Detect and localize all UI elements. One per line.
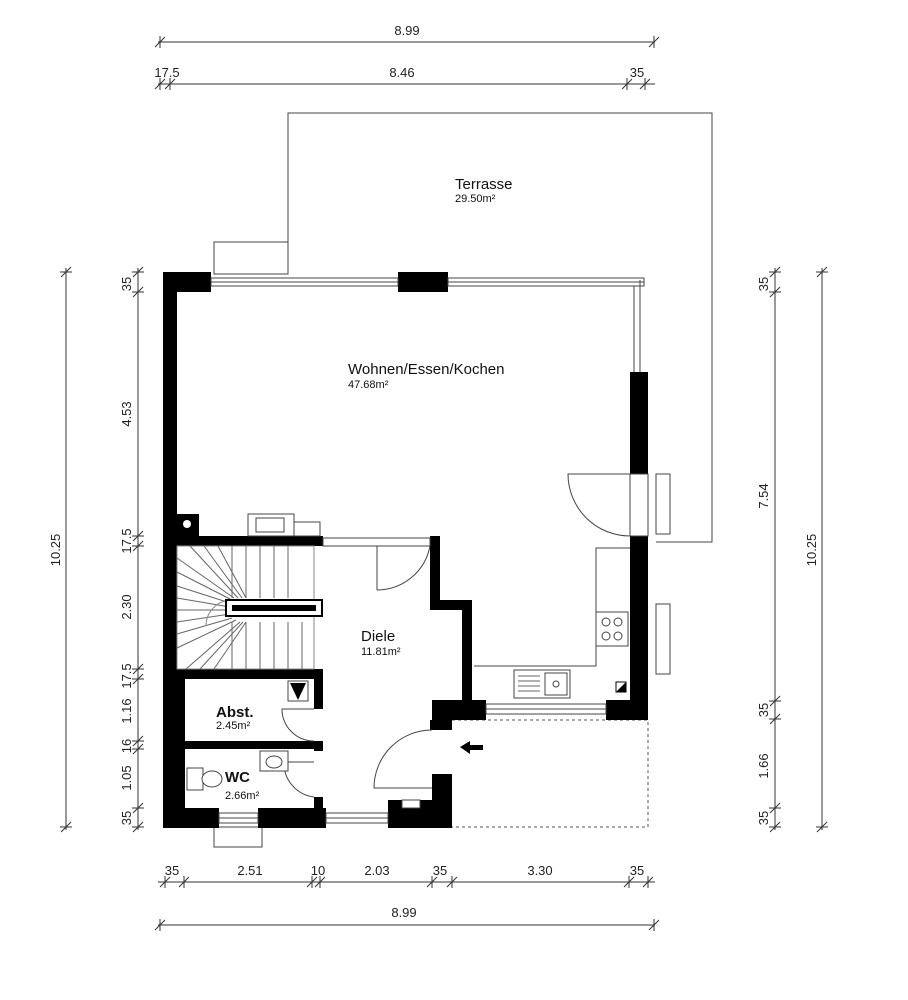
- room-name-diele: Diele: [361, 628, 395, 645]
- dim-right-total: 10.25: [804, 534, 819, 567]
- fixtures: [186, 513, 630, 809]
- dim-left-seg-3: 17.5: [119, 528, 134, 553]
- dim-top-seg-1: 17.5: [154, 65, 179, 80]
- doors: [281, 473, 631, 798]
- dim-bottom-total: 8.99: [391, 905, 416, 920]
- room-name-terrasse: Terrasse: [455, 176, 513, 193]
- dim-top-total: 8.99: [394, 23, 419, 38]
- dim-bottom-seg-2: 2.51: [237, 863, 262, 878]
- room-area-wc: 2.66m²: [225, 790, 260, 802]
- dim-left-seg-2: 4.53: [119, 401, 134, 426]
- staircase: [176, 545, 323, 670]
- terrace: [213, 112, 713, 848]
- room-area-terrasse: 29.50m²: [455, 193, 496, 205]
- windows: [210, 277, 649, 824]
- dim-bottom-seg-6: 3.30: [527, 863, 552, 878]
- dim-right-seg-2: 7.54: [756, 483, 771, 508]
- dim-bottom-seg-3: 10: [311, 863, 325, 878]
- dim-bottom-seg-4: 2.03: [364, 863, 389, 878]
- dim-left-seg-1: 35: [119, 277, 134, 291]
- dim-top-seg-3: 35: [630, 65, 644, 80]
- room-area-wohnen: 47.68m²: [348, 379, 389, 391]
- dim-left-seg-7: 16: [119, 739, 134, 753]
- dim-left-total: 10.25: [48, 534, 63, 567]
- dim-right-seg-3: 35: [756, 703, 771, 717]
- dim-bottom-seg-1: 35: [165, 863, 179, 878]
- dim-right-seg-1: 35: [756, 277, 771, 291]
- dim-bottom-seg-5: 35: [433, 863, 447, 878]
- dim-left-seg-9: 35: [119, 811, 134, 825]
- walls: [163, 272, 648, 828]
- dim-left-seg-6: 1.16: [119, 698, 134, 723]
- dim-top-seg-2: 8.46: [389, 65, 414, 80]
- dim-right-seg-4: 1.66: [756, 753, 771, 778]
- dim-left-seg-5: 17.5: [119, 663, 134, 688]
- room-name-wohnen: Wohnen/Essen/Kochen: [348, 361, 505, 378]
- dim-left-seg-4: 2.30: [119, 594, 134, 619]
- room-name-abst: Abst.: [216, 704, 254, 721]
- room-name-wc: WC: [225, 769, 250, 786]
- dim-right-seg-5: 35: [756, 811, 771, 825]
- room-area-abst: 2.45m²: [216, 720, 251, 732]
- dim-left-seg-8: 1.05: [119, 765, 134, 790]
- room-area-diele: 11.81m²: [361, 646, 401, 658]
- dim-bottom-seg-7: 35: [630, 863, 644, 878]
- dimension-lines: [60, 36, 828, 931]
